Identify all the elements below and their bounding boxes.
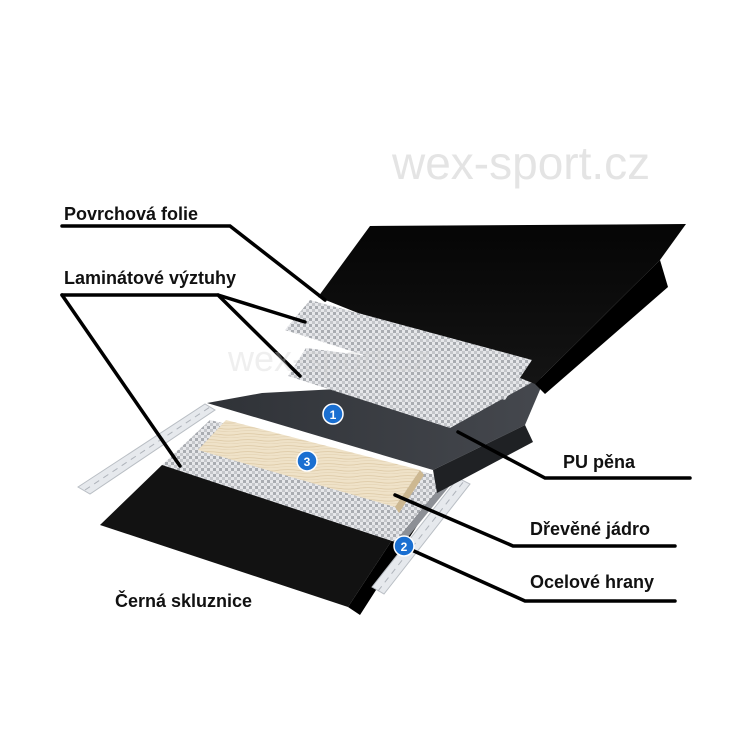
watermark-faint: wex-sport.cz: [228, 338, 431, 379]
label-top-sheet: Povrchová folie: [64, 204, 199, 224]
label-pu-foam: PU pěna: [563, 452, 636, 472]
steel-edge-left: [77, 403, 216, 495]
leader-lines: [60, 224, 692, 603]
watermark-main: wex-sport.cz: [392, 137, 651, 189]
badge-1-text: 1: [330, 408, 337, 422]
badge-2: 2: [393, 535, 415, 557]
middle-laminate-layer: [288, 348, 540, 428]
label-wood-core: Dřevěné jádro: [530, 519, 651, 539]
top-laminate-layer: [285, 300, 532, 400]
steel-edge-right: [371, 477, 471, 595]
badge-3-text: 3: [304, 455, 311, 469]
label-laminates: Laminátové výztuhy: [64, 268, 237, 288]
badge-3: 3: [296, 450, 318, 472]
badge-2-text: 2: [401, 540, 408, 554]
label-black-base: Černá skluznice: [115, 591, 253, 611]
top-sheet-layer: [318, 224, 686, 394]
label-steel-edges: Ocelové hrany: [530, 572, 655, 592]
badge-1: 1: [322, 403, 344, 425]
